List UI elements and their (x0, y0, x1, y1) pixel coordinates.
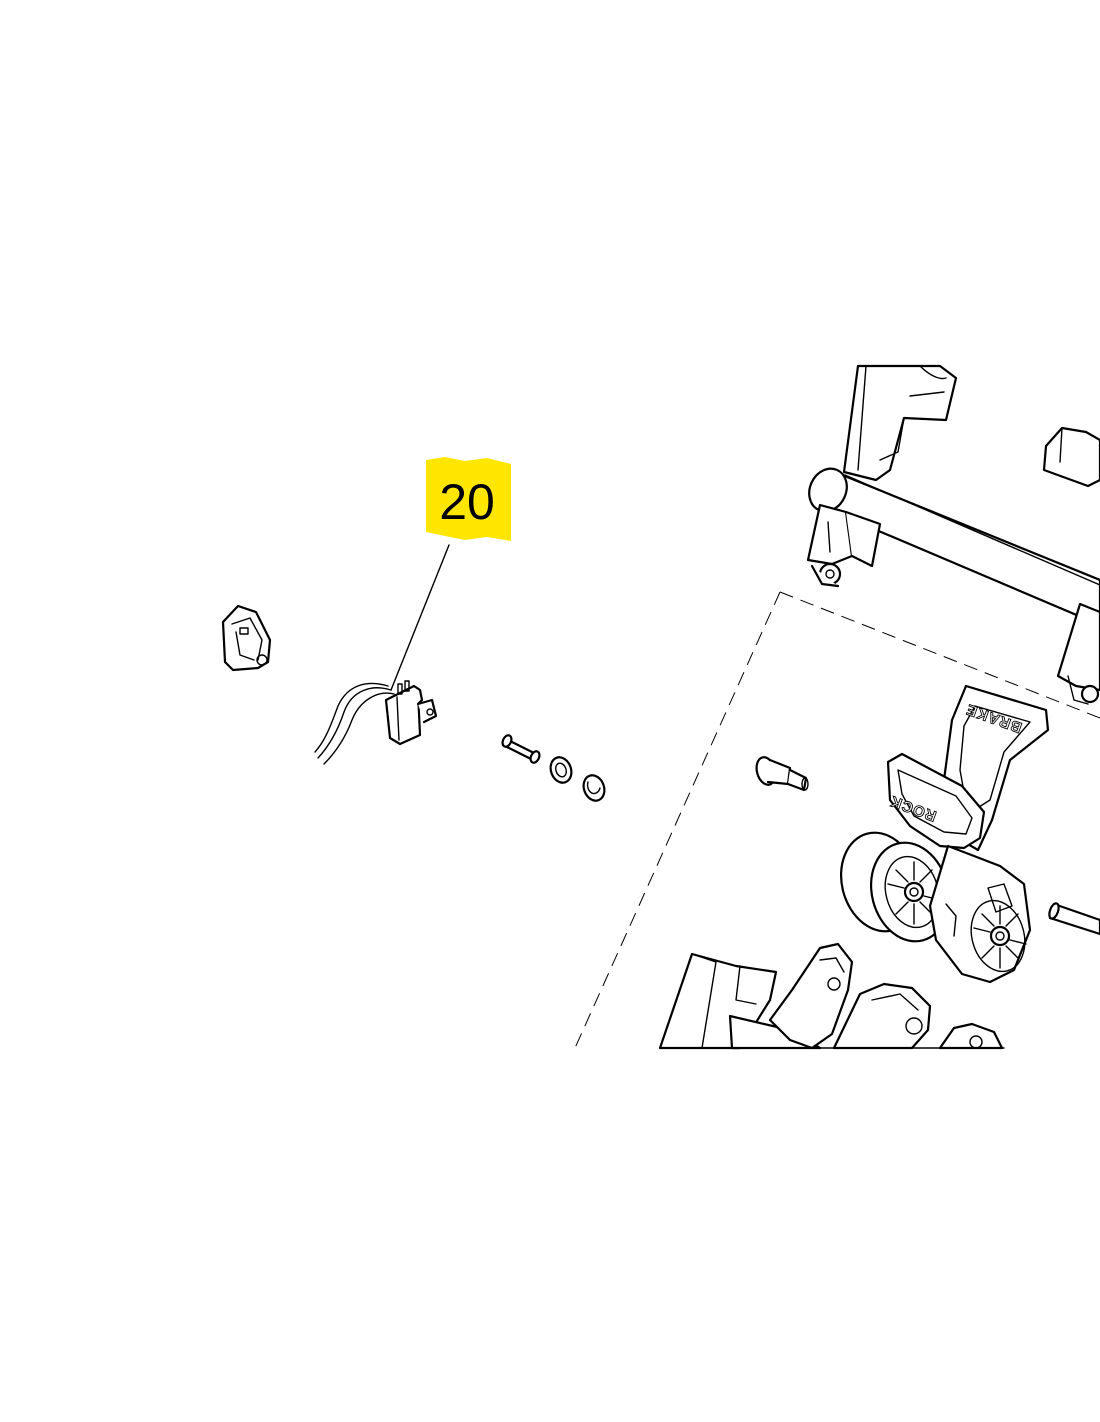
callout-number: 20 (439, 474, 495, 530)
caster-wheel-right (928, 844, 1032, 984)
assembly-boundary-lines (574, 591, 1100, 1049)
brake-rock-pedal-assembly: BRAKE ROCK (886, 684, 1050, 852)
callout-leader-line (390, 544, 450, 691)
lower-base-housing (658, 942, 1005, 1050)
micro-switch-with-wires (314, 680, 438, 765)
retaining-clip-part (582, 774, 606, 802)
pin-part (501, 734, 541, 764)
callout-20: 20 (390, 457, 511, 691)
shoulder-bolt-part (755, 756, 809, 792)
mounting-bracket-part (221, 604, 272, 672)
washer-part (549, 756, 573, 784)
frame-axle-assembly (806, 364, 1100, 705)
callout-highlight (426, 457, 511, 541)
side-axle-pin (1048, 902, 1100, 936)
